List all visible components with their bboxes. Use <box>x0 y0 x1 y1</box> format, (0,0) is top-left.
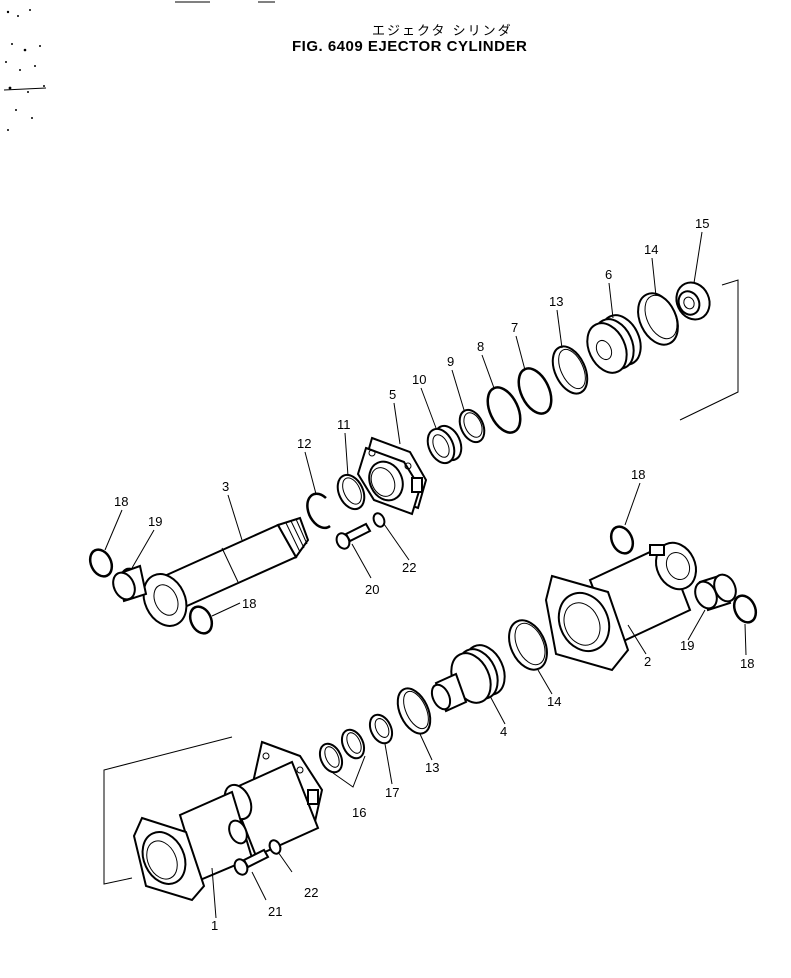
callout-18-left: 18 <box>114 494 128 509</box>
callout-4: 4 <box>500 724 507 739</box>
callout-6: 6 <box>605 267 612 282</box>
part-2-cylinder-tube <box>544 541 697 672</box>
callout-19-upper: 19 <box>148 514 162 529</box>
callout-19-lower: 19 <box>680 638 694 653</box>
part-13-ring-upper <box>551 345 589 395</box>
japanese-title: エジェクタ シリンダ <box>372 24 513 39</box>
callout-13-upper: 13 <box>549 294 563 309</box>
callout-18-tube-top: 18 <box>631 467 645 482</box>
callout-11: 11 <box>337 417 351 432</box>
part-11-seal <box>336 473 366 511</box>
lower-bracket <box>103 736 233 885</box>
part-16-seal-pair <box>318 728 366 788</box>
part-13-ring-lower <box>396 687 432 735</box>
figure-title: FIG. 6409 EJECTOR CYLINDER <box>292 38 528 55</box>
callout-3: 3 <box>222 479 229 494</box>
callout-16: 16 <box>352 805 366 820</box>
part-6-piston <box>586 314 642 374</box>
upper-bracket <box>679 279 739 421</box>
callout-9: 9 <box>447 354 454 369</box>
part-20-bolt <box>335 522 372 550</box>
callout-21: 21 <box>268 904 282 919</box>
callout-8: 8 <box>477 339 484 354</box>
part-5-head-flange <box>356 436 428 516</box>
part-19-bushing-lower <box>694 573 737 612</box>
part-8-o-ring <box>486 386 522 434</box>
callout-12: 12 <box>297 436 311 451</box>
part-18-ring-tube-top <box>609 525 635 555</box>
callout-labels: 15 14 6 13 7 8 9 10 5 11 12 3 18 19 18 2… <box>114 216 754 933</box>
figure-header: エジェクタ シリンダ FIG. 6409 EJECTOR CYLINDER <box>0 0 791 70</box>
part-18-ring-right <box>732 594 758 624</box>
callout-14-lower: 14 <box>547 694 561 709</box>
part-18-ring-left <box>88 548 114 578</box>
callout-18-right: 18 <box>740 656 754 671</box>
callout-18-rod-eye: 18 <box>242 596 256 611</box>
part-21-bolt <box>233 848 270 876</box>
callout-15: 15 <box>695 216 709 231</box>
part-14-wear-ring <box>637 292 679 346</box>
leader-lines <box>104 231 747 919</box>
callout-1: 1 <box>211 918 218 933</box>
callout-5: 5 <box>389 387 396 402</box>
part-3-piston-rod <box>142 516 310 627</box>
callout-20: 20 <box>365 582 379 597</box>
callout-13-lower: 13 <box>425 760 439 775</box>
part-12-snap-ring <box>306 492 331 530</box>
part-1-head-assembly <box>132 740 324 902</box>
part-22-washer-upper <box>372 512 386 528</box>
part-19-bushing-upper <box>112 564 148 603</box>
part-18-ring-rod-eye <box>188 605 214 635</box>
callout-22-lower: 22 <box>304 885 318 900</box>
callout-10: 10 <box>412 372 426 387</box>
part-22-washer-lower <box>268 839 282 855</box>
part-15-nut <box>675 281 711 321</box>
part-14-wear-ring-lower <box>508 619 548 671</box>
part-10-bushing <box>426 424 463 465</box>
part-17-bushing <box>368 713 394 745</box>
callout-22-upper: 22 <box>402 560 416 575</box>
part-4-piston <box>430 644 506 713</box>
scan-noise <box>3 1 275 131</box>
callout-14-upper: 14 <box>644 242 658 257</box>
callout-17: 17 <box>385 785 399 800</box>
part-9-ring <box>458 408 486 444</box>
callout-2: 2 <box>644 654 651 669</box>
callout-7: 7 <box>511 320 518 335</box>
